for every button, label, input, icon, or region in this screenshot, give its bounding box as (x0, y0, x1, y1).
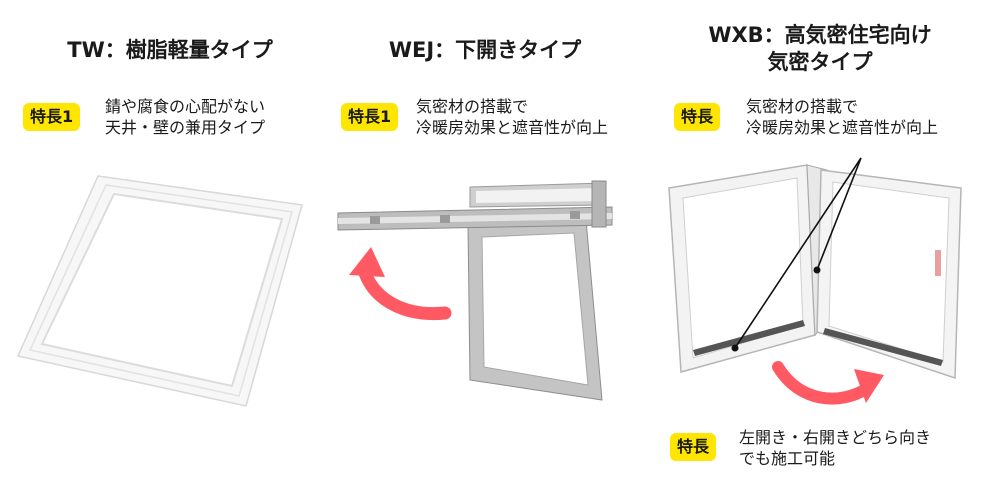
tw-feature-badge: 特長1 (23, 103, 81, 131)
wej-feature-badge: 特長1 (341, 103, 399, 131)
wxb-title-line-1: WXB：高気密住宅向け (708, 23, 932, 47)
wej-feature-line-2: 冷暖房効果と遮音性が向上 (416, 118, 609, 137)
wxb-open-arrow (772, 361, 884, 405)
wxb-feature-badge: 特長 (674, 103, 721, 131)
wxb-hatch-image (668, 157, 962, 380)
wxb-feature-text: 気密材の搭載で 冷暖房効果と遮音性が向上 (746, 96, 938, 138)
tw-panel-image (16, 175, 303, 407)
wej-feature-line-1: 気密材の搭載で (416, 97, 529, 116)
wxb-title-line-2: 気密タイプ (767, 50, 873, 74)
wej-open-arrow (349, 247, 452, 321)
wxb-feature-line-2: 冷暖房効果と遮音性が向上 (746, 118, 939, 137)
wej-title: WEJ：下開きタイプ (388, 38, 582, 62)
wxb-feature2-line-1: 左開き・右開きどちら向き (739, 428, 932, 447)
tw-feature-line-1: 錆や腐食の心配がない (105, 97, 266, 116)
wxb-feature2-text: 左開き・右開きどちら向き でも施工可能 (739, 427, 931, 469)
wxb-feature-line-1: 気密材の搭載で (746, 97, 859, 116)
wej-feature-text: 気密材の搭載で 冷暖房効果と遮音性が向上 (416, 96, 608, 138)
tw-title: TW：樹脂軽量タイプ (67, 38, 273, 62)
wxb-title: WXB：高気密住宅向け 気密タイプ (660, 22, 980, 76)
tw-feature-line-2: 天井・壁の兼用タイプ (105, 118, 266, 137)
wxb-feature2-line-2: でも施工可能 (739, 449, 836, 468)
wxb-feature2-badge: 特長 (670, 433, 717, 461)
tw-feature-text: 錆や腐食の心配がない 天井・壁の兼用タイプ (105, 96, 265, 138)
wej-hatch-image (337, 180, 613, 401)
